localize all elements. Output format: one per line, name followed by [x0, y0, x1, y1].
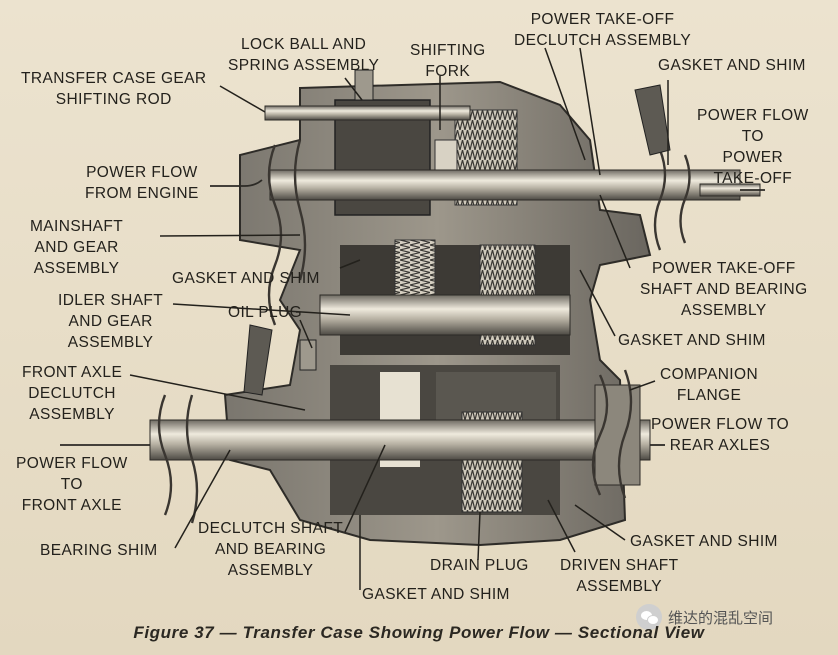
companion-flange-body: [594, 384, 641, 486]
shifting-rod-shaft: [264, 105, 471, 121]
figure-caption: Figure 37 — Transfer Case Showing Power …: [133, 623, 705, 642]
label-declutch-shaft: DECLUTCH SHAFT AND BEARING ASSEMBLY: [198, 520, 344, 579]
label-gasket-shim-bottom: GASKET AND SHIM: [362, 586, 510, 603]
watermark: 维达的混乱空间: [636, 602, 773, 632]
label-gasket-shim-top: GASKET AND SHIM: [658, 57, 806, 74]
leader-lines: [129, 47, 669, 590]
power-flow-wires: [60, 179, 765, 446]
label-front-axle-declutch: FRONT AXLE DECLUTCH ASSEMBLY: [22, 364, 123, 423]
label-mainshaft: MAINSHAFT AND GEAR ASSEMBLY: [30, 218, 124, 277]
label-oil-plug: OIL PLUG: [228, 304, 303, 321]
label-gasket-shim-mid: GASKET AND SHIM: [172, 270, 320, 287]
driven-shaft: [149, 419, 651, 461]
label-pto-declutch: POWER TAKE-OFF DECLUTCH ASSEMBLY: [514, 11, 692, 49]
watermark-text: 维达的混乱空间: [668, 608, 774, 627]
label-companion-flange: COMPANION FLANGE: [660, 366, 759, 404]
label-drain-plug: DRAIN PLUG: [430, 557, 529, 574]
label-pto-shaft: POWER TAKE-OFF SHAFT AND BEARING ASSEMBL…: [640, 260, 808, 319]
wechat-icon: [636, 604, 662, 630]
label-gasket-shim-right: GASKET AND SHIM: [618, 332, 766, 349]
label-lock-ball: LOCK BALL AND SPRING ASSEMBLY: [228, 36, 380, 74]
label-idler-shaft: IDLER SHAFT AND GEAR ASSEMBLY: [58, 292, 164, 351]
label-driven-shaft: DRIVEN SHAFT ASSEMBLY: [560, 557, 679, 595]
label-bearing-shim: BEARING SHIM: [40, 542, 158, 559]
label-power-flow-pto: POWER FLOW TO POWER TAKE-OFF: [697, 107, 809, 187]
label-power-flow-front: POWER FLOW TO FRONT AXLE: [16, 455, 128, 514]
label-shifting-fork: SHIFTING FORK: [410, 42, 486, 80]
idler-shaft: [319, 294, 571, 336]
label-power-flow-rear: POWER FLOW TO REAR AXLES: [651, 416, 790, 454]
label-gear-shifting-rod: TRANSFER CASE GEAR SHIFTING ROD: [21, 70, 207, 108]
label-power-flow-engine: POWER FLOW FROM ENGINE: [85, 164, 199, 202]
label-gasket-shim-low: GASKET AND SHIM: [630, 533, 778, 550]
mainshaft-shaft: [269, 169, 741, 201]
